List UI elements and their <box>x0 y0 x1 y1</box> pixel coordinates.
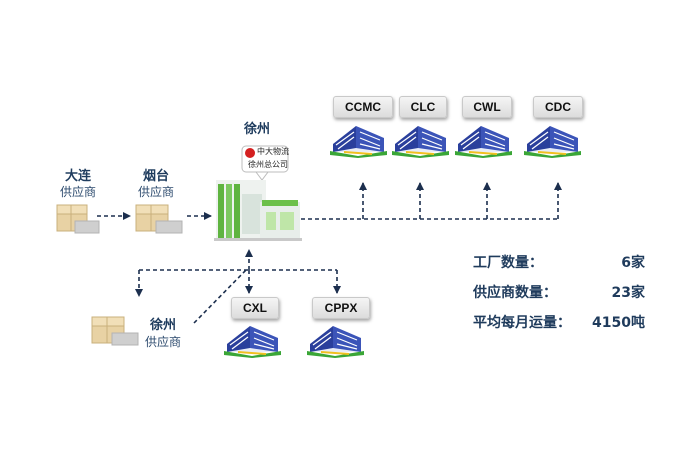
arrow-xuzhou-supplier <box>193 269 247 324</box>
hub-logo-text: 中大物流 <box>257 147 289 156</box>
customer-label-clc: CLC <box>399 96 447 118</box>
customer-cppx-building-icon <box>307 318 365 362</box>
customer-label-cppx: CPPX <box>312 297 370 319</box>
supplier-yantai-label: 供应商 <box>137 185 174 199</box>
stats-panel: 工厂数量： 6家 供应商数量： 23家 平均每月运量： 4150吨 <box>473 252 673 342</box>
customer-cwl-building-icon <box>455 118 513 162</box>
stat-label: 平均每月运量： <box>473 315 571 331</box>
customer-label-cwl: CWL <box>462 96 512 118</box>
stat-value: 4150吨 <box>592 315 645 331</box>
stat-monthly-volume: 平均每月运量： 4150吨 <box>473 312 673 342</box>
supplier-xuzhou-label: 供应商 <box>144 335 181 349</box>
supplier-dalian-city: 大连 <box>64 169 91 184</box>
customer-clc-building-icon <box>392 118 450 162</box>
hub-city-label: 徐州 <box>243 122 270 137</box>
stat-suppliers: 供应商数量： 23家 <box>473 282 673 312</box>
supplier-dalian-label: 供应商 <box>59 185 96 199</box>
supplier-yantai-city: 烟台 <box>142 169 169 184</box>
stat-label: 工厂数量： <box>473 255 543 271</box>
hub-facility: 中大物流 徐州总公司 <box>212 142 304 242</box>
customer-label-ccmc: CCMC <box>333 96 393 118</box>
hub-building-icon <box>214 145 302 241</box>
stat-value: 23家 <box>611 285 645 301</box>
stat-value: 6家 <box>621 255 645 271</box>
supplier-xuzhou-city: 徐州 <box>149 318 176 333</box>
hub-logo-subtext: 徐州总公司 <box>248 160 288 169</box>
customer-cxl-building-icon <box>224 318 282 362</box>
customer-cdc-building-icon <box>524 118 582 162</box>
stat-factories: 工厂数量： 6家 <box>473 252 673 282</box>
stat-label: 供应商数量： <box>473 285 557 301</box>
supplier-yantai-boxes-icon <box>134 199 184 239</box>
supplier-xuzhou-boxes-icon <box>90 311 140 351</box>
customer-label-cxl: CXL <box>231 297 279 319</box>
supplier-dalian-boxes-icon <box>55 199 101 239</box>
customer-label-cdc: CDC <box>533 96 583 118</box>
customer-ccmc-building-icon <box>330 118 388 162</box>
